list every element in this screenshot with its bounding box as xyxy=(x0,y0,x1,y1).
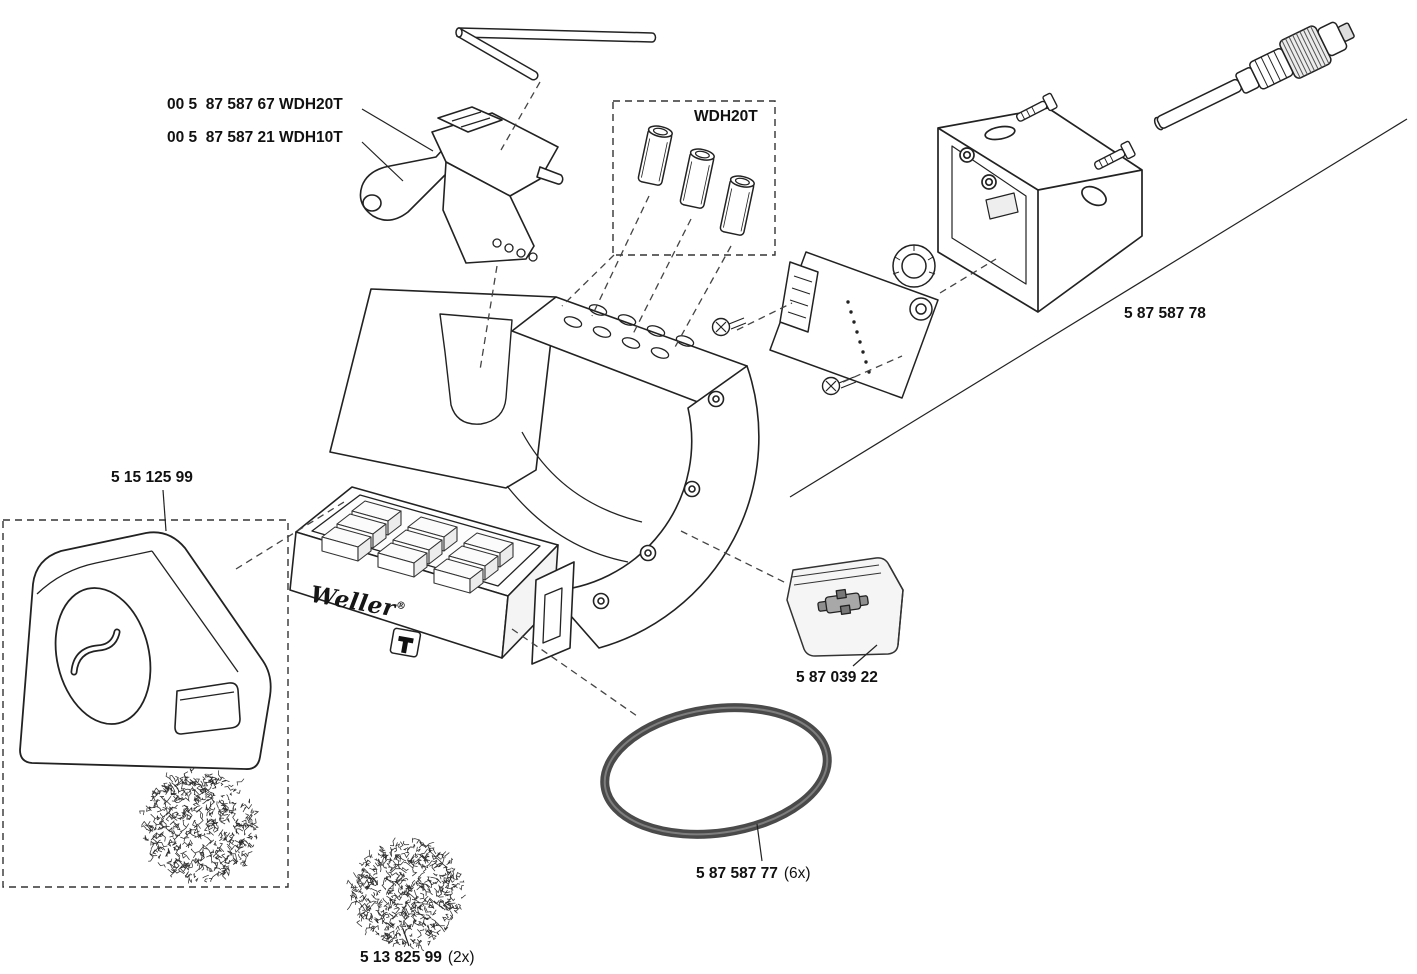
tray-cube-face xyxy=(357,536,372,562)
iron-holder-clip xyxy=(359,106,564,264)
pcb-screw-2 xyxy=(821,376,857,396)
cover-piece xyxy=(19,531,272,770)
insert-group-dashed-box xyxy=(612,100,776,256)
tray-cube-face xyxy=(372,523,387,549)
cover-group-dashed-box xyxy=(2,519,289,888)
holder-holes xyxy=(492,238,538,262)
label-fitting-bag: 5 87 039 22 xyxy=(796,669,878,686)
brass-wool-ball-1 xyxy=(139,766,260,884)
label-insert-box: WDH20T xyxy=(694,108,758,125)
label-o-ring-number: 5 87 587 77 xyxy=(696,865,778,882)
label-o-ring-qty: (6x) xyxy=(783,865,811,882)
brass-wool-ball-2 xyxy=(346,837,466,951)
label-holder-wdh20t: 00 5 87 587 67 WDH20T xyxy=(167,96,343,113)
tray-cube-face xyxy=(484,555,499,581)
tray-cube-face xyxy=(387,510,402,536)
pcb-screw-1 xyxy=(711,317,747,337)
weller-tip-icon xyxy=(389,627,422,658)
label-holder-wdh10t: 00 5 87 587 21 WDH10T xyxy=(167,129,343,146)
tray-cube-face xyxy=(428,539,443,565)
tray-cube-face xyxy=(469,568,484,594)
label-cover: 5 15 125 99 xyxy=(111,469,193,486)
bracket-screw-1 xyxy=(1016,92,1058,122)
leader-bracket-assembly xyxy=(789,118,1408,498)
brass-wool-texture xyxy=(346,837,466,951)
o-ring xyxy=(600,703,832,839)
hex-key-tool xyxy=(455,27,657,81)
o-ring-band xyxy=(600,703,832,839)
iron-connector xyxy=(1153,21,1355,131)
stand-body xyxy=(289,288,760,665)
label-brass-wool-qty: (2x) xyxy=(447,949,475,966)
mounting-bracket xyxy=(937,107,1143,313)
label-bracket-assembly: 5 87 587 78 xyxy=(1124,305,1206,322)
pcb-assembly xyxy=(769,244,939,399)
assembly-leader-lines xyxy=(235,81,997,717)
stand-top-holes xyxy=(563,304,695,359)
weller-logo-reg: ® xyxy=(394,600,408,613)
label-leader-lines xyxy=(162,108,878,947)
tip-insert-2 xyxy=(679,148,715,209)
o-ring-highlight xyxy=(603,706,829,836)
tray-cubes xyxy=(321,500,514,594)
fitting-bag xyxy=(786,557,904,657)
brass-wool-texture xyxy=(139,766,260,884)
pcb-holes xyxy=(846,300,871,374)
bag-fitting xyxy=(817,588,869,615)
label-o-ring: 5 87 587 77 (6x) xyxy=(696,864,811,883)
tip-insert-1 xyxy=(637,125,673,186)
tray-cube-face xyxy=(499,542,514,568)
tip-inserts xyxy=(637,125,755,236)
tip-insert-3 xyxy=(719,175,755,236)
stand-arc-screws xyxy=(592,390,725,610)
bracket-screw-2 xyxy=(1094,140,1136,170)
tray-cube-face xyxy=(413,552,428,578)
label-brass-wool: 5 13 825 99 (2x) xyxy=(360,948,475,967)
tray-cube-face xyxy=(443,526,458,552)
label-brass-wool-number: 5 13 825 99 xyxy=(360,949,442,966)
